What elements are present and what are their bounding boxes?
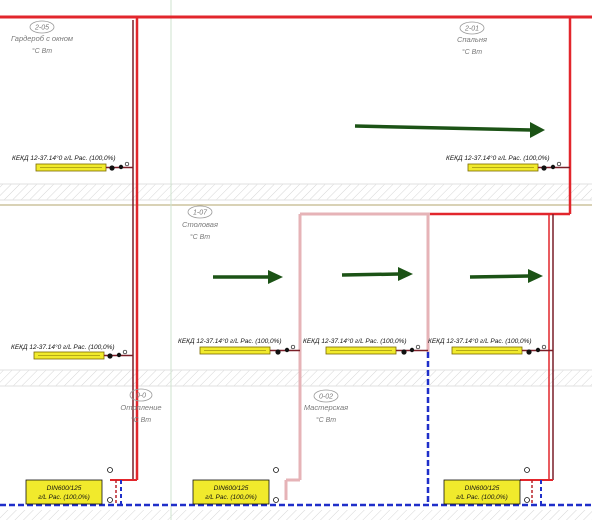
radiator[interactable]: КЕКД 12-37.14°0 г/L Рас. (100,0%) <box>303 337 428 355</box>
flow-arrow-4 <box>469 269 543 283</box>
room-number: 2-01 <box>464 26 479 33</box>
box-line2: г/L Рас. (100,0%) <box>205 494 257 501</box>
slab-hatch-3 <box>0 510 592 520</box>
box-line2: г/L Рас. (100,0%) <box>456 494 508 501</box>
room-name: Мастерская <box>304 403 348 412</box>
room-tag: 1-07 Столовая °C Вт <box>182 205 218 241</box>
room-tag: 0-02 Мастерская °C Вт <box>304 389 348 424</box>
room-tag: 0-0 Отопление °C Вт <box>120 388 162 424</box>
boiler-box[interactable]: DIN600/125 г/L Рас. (100,0%) <box>192 467 279 505</box>
room-name: Отопление <box>120 403 161 412</box>
room-number: 0-0 <box>136 393 146 400</box>
slab-hatch-1 <box>0 184 592 200</box>
room-tag: 2-01 Спальня °C Вт <box>457 21 487 56</box>
room-units: °C Вт <box>462 48 482 56</box>
flow-arrow-1 <box>354 122 545 138</box>
room-number: 2-05 <box>34 25 49 32</box>
box-line2: г/L Рас. (100,0%) <box>38 494 90 501</box>
radiator-label: КЕКД 12-37.14°0 г/L Рас. (100,0%) <box>303 337 407 345</box>
room-tag: 2-05 Гардероб с окном °C Вт <box>11 20 73 55</box>
box-line1: DIN600/125 <box>465 485 500 492</box>
boiler-box[interactable]: DIN600/125 г/L Рас. (100,0%) <box>443 467 530 505</box>
radiator[interactable]: КЕКД 12-37.14°0 г/L Рас. (100,0%) <box>446 154 570 172</box>
box-line1: DIN600/125 <box>47 485 82 492</box>
radiator-label: КЕКД 12-37.14°0 г/L Рас. (100,0%) <box>446 154 550 162</box>
slab-hatch-2 <box>0 370 592 386</box>
radiator-label: КЕКД 12-37.14°0 г/L Рас. (100,0%) <box>11 343 115 351</box>
box-line1: DIN600/125 <box>214 485 249 492</box>
room-units: °C Вт <box>32 47 52 55</box>
radiator-label: КЕКД 12-37.14°0 г/L Рас. (100,0%) <box>428 337 532 345</box>
radiator[interactable]: КЕКД 12-37.14°0 г/L Рас. (100,0%) <box>11 343 133 360</box>
room-name: Спальня <box>457 35 487 44</box>
radiator-label: КЕКД 12-37.14°0 г/L Рас. (100,0%) <box>12 154 116 162</box>
flow-arrow-3 <box>341 267 413 281</box>
room-units: °C Вт <box>190 233 210 241</box>
room-units: °C Вт <box>316 416 336 424</box>
radiator[interactable]: КЕКД 12-37.14°0 г/L Рас. (100,0%) <box>428 337 553 355</box>
radiator[interactable]: КЕКД 12-37.14°0 г/L Рас. (100,0%) <box>12 154 133 172</box>
flow-arrow-2 <box>213 270 283 284</box>
boiler-box[interactable]: DIN600/125 г/L Рас. (100,0%) <box>25 467 113 505</box>
room-name: Столовая <box>182 220 218 229</box>
room-number: 1-07 <box>193 210 208 217</box>
radiator-label: КЕКД 12-37.14°0 г/L Рас. (100,0%) <box>178 337 282 345</box>
room-name: Гардероб с окном <box>11 34 73 43</box>
radiator[interactable]: КЕКД 12-37.14°0 г/L Рас. (100,0%) <box>178 337 300 355</box>
room-units: °C Вт <box>131 416 151 424</box>
room-number: 0-02 <box>319 394 333 401</box>
